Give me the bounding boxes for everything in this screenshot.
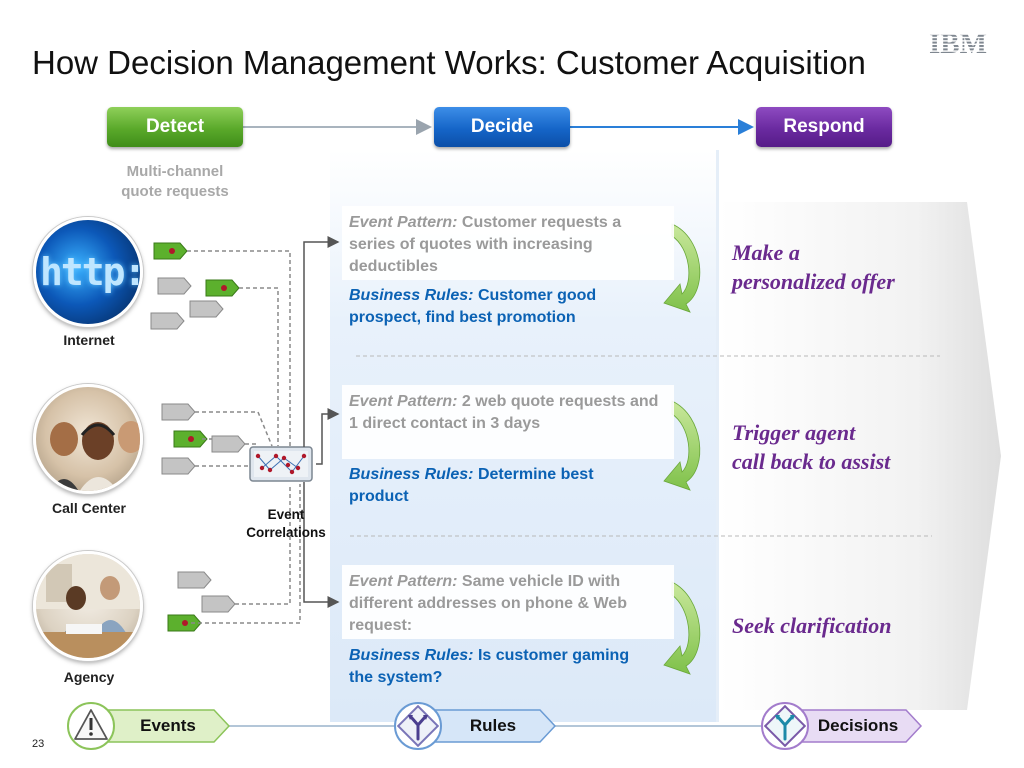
warning-icon — [67, 702, 115, 750]
respond-arrow-background — [719, 202, 1001, 710]
event-tag — [161, 403, 196, 421]
event-pattern-2: Event Pattern: 2 web quote requests and … — [342, 385, 674, 459]
outcome-3: Seek clarification — [732, 611, 982, 640]
respond-button[interactable]: Respond — [756, 107, 892, 147]
event-tag — [161, 457, 196, 475]
decisions-label: Decisions — [817, 716, 899, 735]
agency-image — [33, 551, 143, 661]
business-rules-lead: Business Rules: — [349, 287, 474, 304]
business-rules-1: Business Rules: Customer good prospect, … — [349, 285, 649, 329]
internet-image-text: http://w — [40, 250, 143, 294]
business-rules-3: Business Rules: Is customer gaming the s… — [349, 645, 649, 689]
dashed-event-lines — [187, 250, 301, 624]
event-correlations-line: Correlations — [246, 525, 326, 540]
outcome-line: Trigger agent — [732, 420, 856, 445]
outcome-line: Make a — [732, 240, 800, 265]
internet-image: http://w — [33, 217, 143, 327]
page-number: 23 — [32, 738, 45, 750]
event-pattern-lead: Event Pattern: — [349, 393, 458, 410]
detect-button[interactable]: Detect — [107, 107, 243, 147]
event-tag — [189, 300, 224, 318]
event-pattern-text: Customer requests a series of quotes wit… — [349, 214, 622, 275]
event-pattern-lead: Event Pattern: — [349, 214, 458, 231]
event-tag — [157, 277, 192, 295]
curved-arrow — [663, 400, 701, 491]
detect-caption-line: Multi-channel — [126, 163, 224, 180]
decide-panel-edge — [716, 150, 719, 722]
business-rules-text: Determine best product — [349, 466, 594, 505]
event-tag — [177, 571, 212, 589]
slide-title: How Decision Management Works: Customer … — [32, 44, 866, 81]
bottom-flow — [91, 709, 923, 743]
decide-button[interactable]: Decide — [434, 107, 570, 147]
rules-label: Rules — [469, 716, 517, 735]
curved-arrow — [663, 581, 701, 675]
outcome-1: Make a personalized offer — [732, 238, 982, 296]
event-tag — [201, 595, 236, 613]
internet-label: Internet — [63, 332, 115, 348]
event-tag — [150, 312, 185, 330]
events-label: Events — [140, 716, 196, 735]
merge-arrows-icon — [394, 702, 442, 750]
detect-caption-line: quote requests — [121, 183, 229, 200]
call-center-label: Call Center — [52, 500, 126, 516]
outcome-2: Trigger agent call back to assist — [732, 418, 982, 476]
curved-arrow — [663, 223, 701, 313]
event-pattern-1: Event Pattern: Customer requests a serie… — [342, 206, 674, 280]
agency-label: Agency — [63, 669, 115, 685]
event-tags — [150, 277, 246, 613]
outcome-line: personalized offer — [732, 269, 895, 294]
event-tag — [211, 435, 246, 453]
event-correlations-box — [249, 446, 313, 482]
event-pattern-3: Event Pattern: Same vehicle ID with diff… — [342, 565, 674, 639]
business-rules-2: Business Rules: Determine best product — [349, 464, 649, 508]
business-rules-text: Is customer gaming the system? — [349, 647, 630, 686]
outcome-line: call back to assist — [732, 449, 891, 474]
correlation-output-arrows — [303, 236, 340, 608]
business-rules-lead: Business Rules: — [349, 466, 474, 483]
event-pattern-lead: Event Pattern: — [349, 573, 458, 590]
event-pattern-text: Same vehicle ID with different addresses… — [349, 573, 627, 634]
event-pattern-text: 2 web quote requests and 1 direct contac… — [349, 393, 659, 432]
ibm-logo-text: IBM — [929, 28, 987, 58]
business-rules-text: Customer good prospect, find best promot… — [349, 287, 597, 326]
curved-flow-arrows — [663, 223, 701, 675]
outcome-line: Seek clarification — [732, 613, 892, 638]
call-center-image — [33, 384, 143, 494]
event-correlations-line: Event — [267, 507, 305, 522]
split-arrows-icon — [761, 702, 809, 750]
detect-caption: Multi-channel quote requests — [95, 162, 255, 202]
ibm-logo: IBM — [929, 28, 987, 58]
event-correlations-label: Event Correlations — [236, 506, 336, 542]
business-rules-lead: Business Rules: — [349, 647, 474, 664]
